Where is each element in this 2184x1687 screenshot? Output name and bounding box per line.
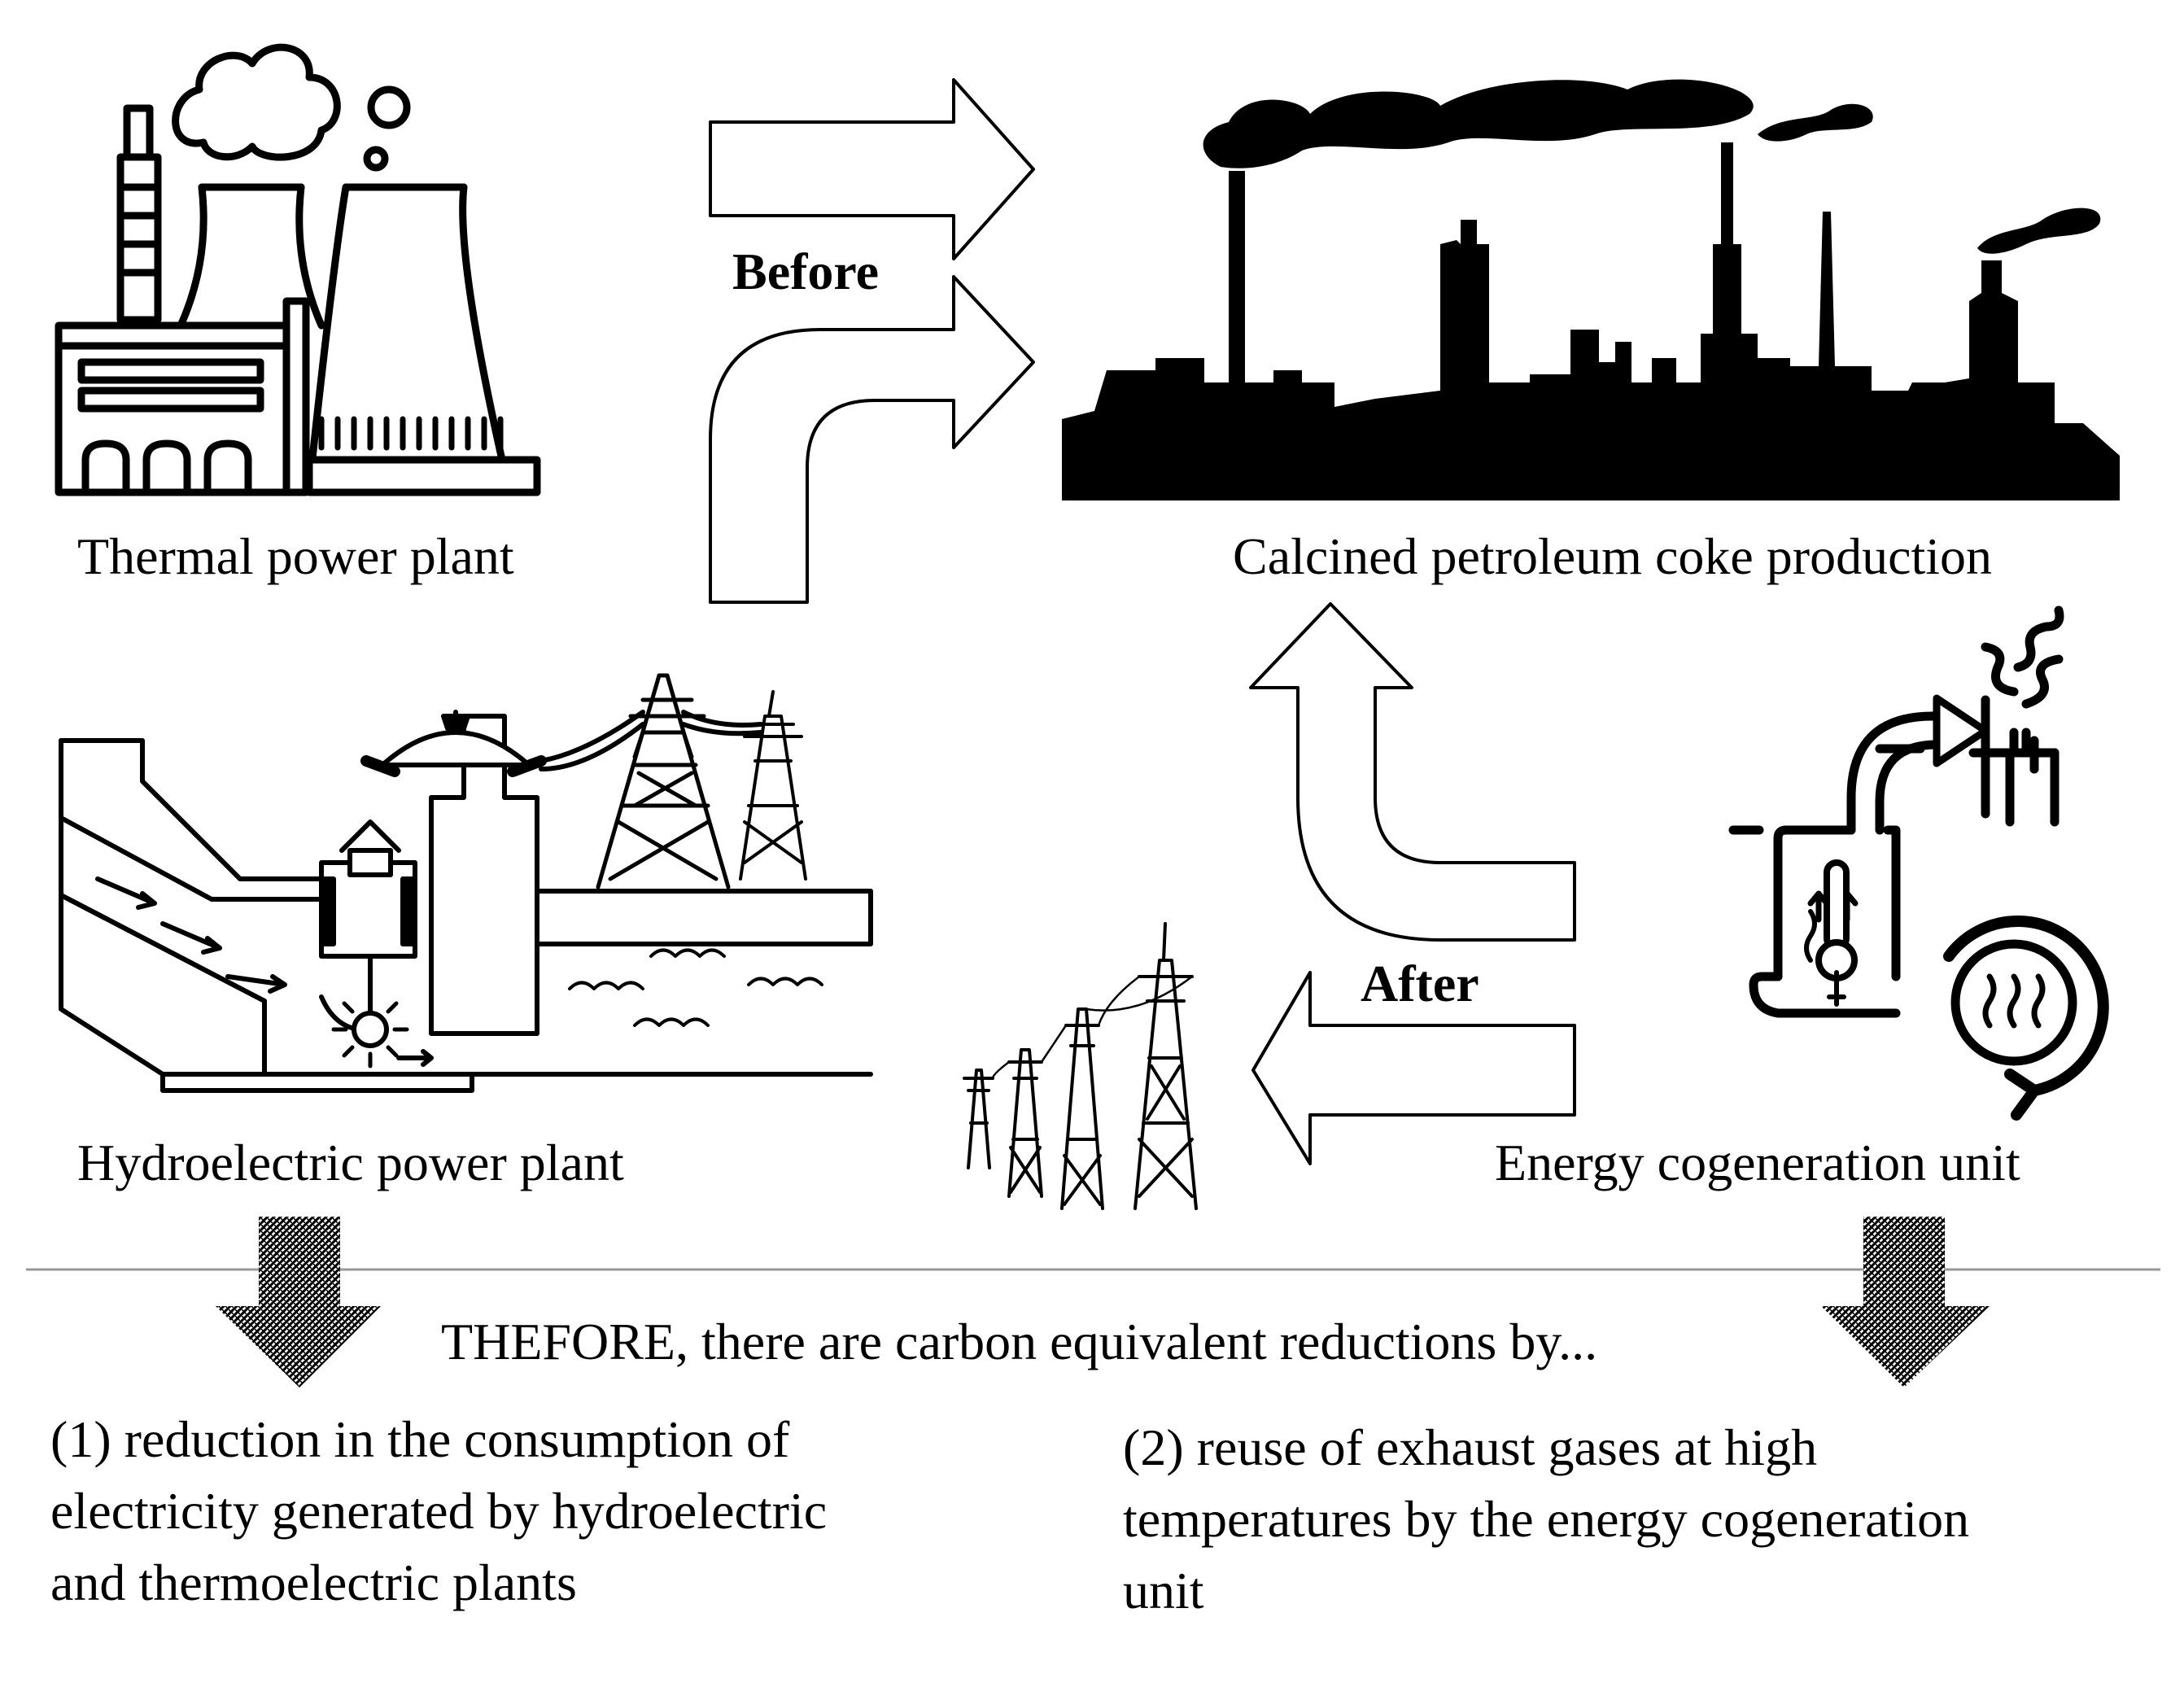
cogeneration-icon [1728,605,2109,1121]
calcined-label: Calcined petroleum coke production [1233,527,1992,585]
thermal-label: Thermal power plant [77,527,514,585]
after-label: After [1361,955,1479,1012]
curved-arrow-before [709,275,1035,604]
conclusion-item-1-line-1: (1) reduction in the consumption of [50,1410,790,1468]
hatched-down-arrow-right [1821,1217,1990,1388]
hatched-down-arrow-left [216,1217,381,1388]
straight-arrow-before [709,78,1035,260]
pylon-icon [963,922,1198,1210]
conclusion-heading: THEFORE, there are carbon equivalent red… [441,1313,1597,1370]
conclusion-item-2-line-2: temperatures by the energy cogeneration [1123,1490,1969,1548]
straight-arrow-after [1251,971,1576,1165]
conclusion-item-1-line-3: and thermoelectric plants [50,1554,577,1611]
curved-arrow-after [1249,602,1576,942]
before-label: Before [732,243,879,300]
conclusion-item-2-line-3: unit [1123,1562,1204,1619]
thermal-plant-icon [55,43,541,496]
cogen-label: Energy cogeneration unit [1495,1134,2020,1191]
refinery-icon [1062,79,2120,500]
hydro-plant-icon [59,673,873,1093]
conclusion-item-1-line-2: electricity generated by hydroelectric [50,1482,827,1540]
conclusion-item-2-line-1: (2) reuse of exhaust gases at high [1123,1418,1817,1476]
hydro-label: Hydroelectric power plant [77,1134,624,1191]
